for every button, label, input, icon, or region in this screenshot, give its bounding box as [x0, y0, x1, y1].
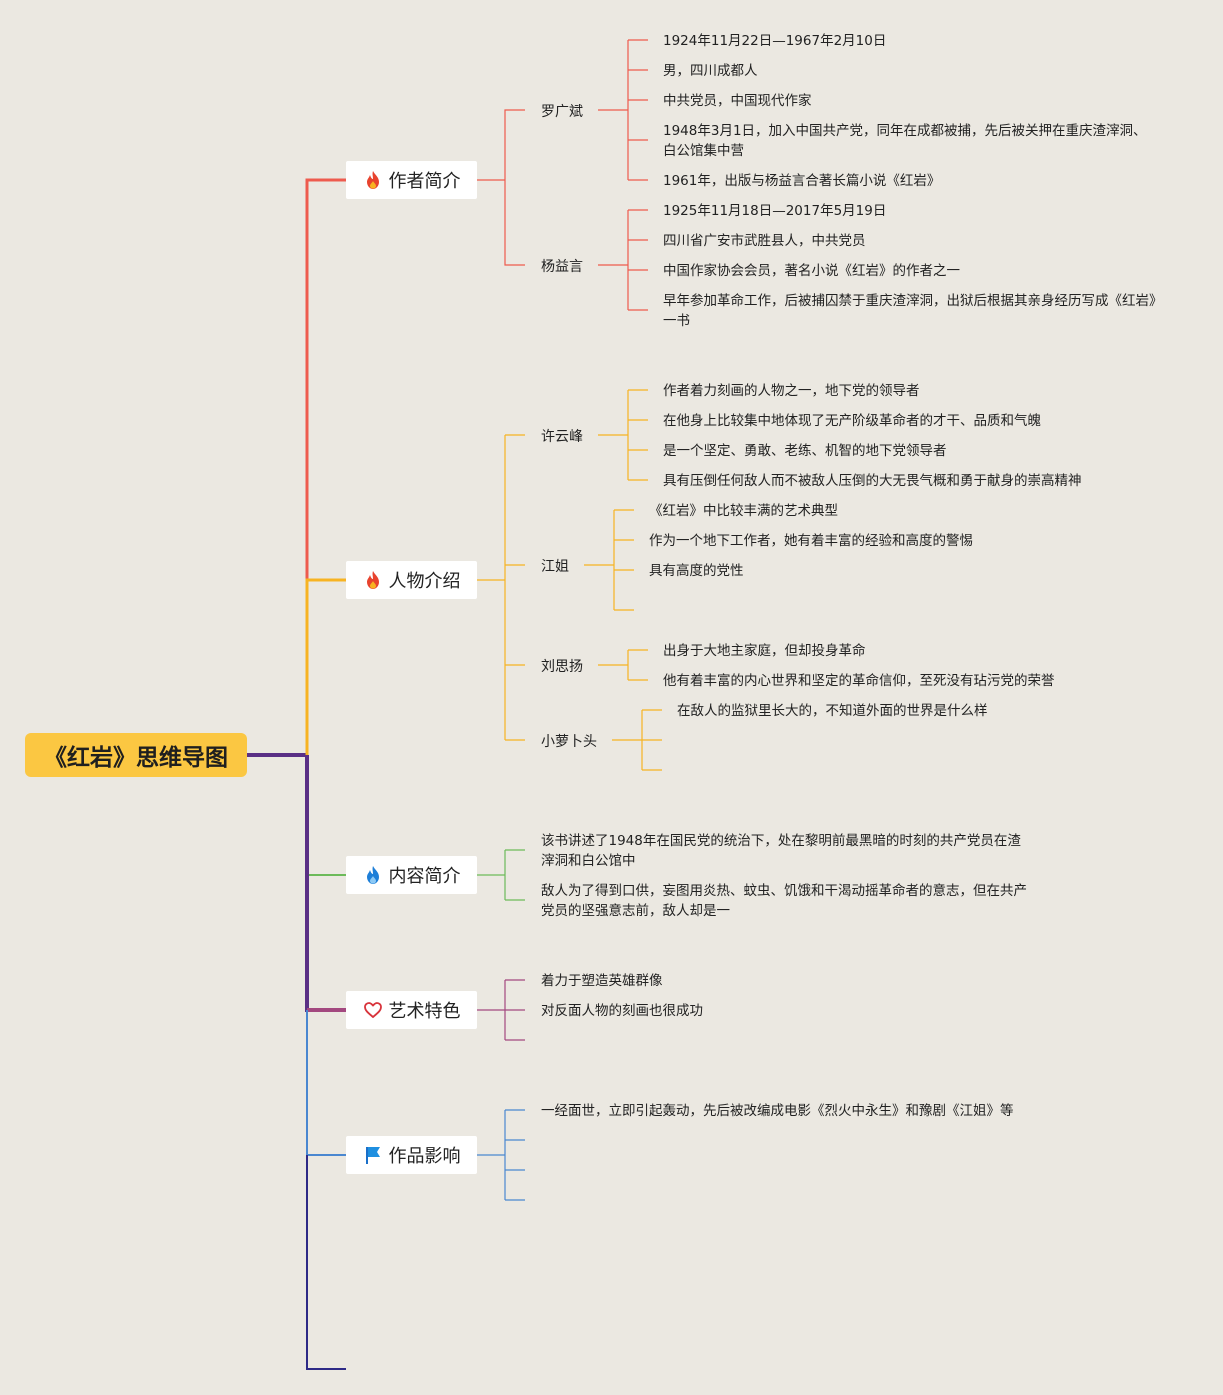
leaf-liu-1[interactable]: 出身于大地主家庭，但却投身革命: [663, 643, 866, 659]
leaf-yang-4[interactable]: 早年参加革命工作，后被捕囚禁于重庆渣滓洞，出狱后根据其亲身经历写成《红岩》一书: [663, 293, 1156, 329]
branch-art-label: 艺术特色: [388, 1001, 461, 1022]
branch-author-label: 作者简介: [388, 171, 461, 192]
branch-characters[interactable]: 人物介绍: [346, 561, 477, 599]
trunk-segment-author: [305, 178, 346, 755]
trunk-segment-content: [306, 755, 346, 876]
branch-content[interactable]: 内容简介: [346, 856, 477, 894]
leaf-jiang-1[interactable]: 《红岩》中比较丰满的艺术典型: [649, 503, 838, 519]
branch-characters-label: 人物介绍: [388, 571, 461, 592]
leaf-xu-2[interactable]: 在他身上比较集中地体现了无产阶级革命者的才干、品质和气魄: [663, 413, 1041, 429]
fire-blue-icon: [363, 865, 383, 885]
trunk-segment-characters: [305, 578, 346, 755]
fire-icon: [363, 570, 383, 590]
leaf-luo-1[interactable]: 1924年11月22日—1967年2月10日: [663, 33, 887, 49]
branch-content-label: 内容简介: [388, 866, 461, 887]
leaf-jiang-2[interactable]: 作为一个地下工作者，她有着丰富的经验和高度的警惕: [649, 533, 973, 549]
root-node[interactable]: 《红岩》思维导图: [25, 733, 247, 777]
sub-node-yang[interactable]: 杨益言: [541, 259, 583, 275]
leaf-xu-4[interactable]: 具有压倒任何敌人而不被敌人压倒的大无畏气概和勇于献身的崇高精神: [663, 473, 1082, 489]
leaf-yang-2[interactable]: 四川省广安市武胜县人，中共党员: [663, 233, 866, 249]
leaf-art-2[interactable]: 对反面人物的刻画也很成功: [541, 1003, 703, 1019]
sub-node-xu[interactable]: 许云峰: [541, 429, 583, 445]
author-branch-lines: [477, 39, 648, 311]
leaf-art-1[interactable]: 着力于塑造英雄群像: [541, 973, 663, 989]
leaf-impact-1[interactable]: 一经面世，立即引起轰动，先后被改编成电影《烈火中永生》和豫剧《江姐》等: [541, 1103, 1014, 1119]
heart-icon: [363, 1000, 383, 1020]
flag-icon: [363, 1145, 383, 1165]
leaf-xu-3[interactable]: 是一个坚定、勇敢、老练、机智的地下党领导者: [663, 443, 947, 459]
art-branch-lines: [477, 979, 525, 1041]
leaf-yang-3[interactable]: 中国作家协会会员，著名小说《红岩》的作者之一: [663, 263, 960, 279]
root-title: 《红岩》思维导图: [44, 745, 228, 771]
leaf-luo-3[interactable]: 中共党员，中国现代作家: [663, 93, 812, 109]
impact-branch-lines: [477, 1109, 525, 1201]
leaf-content-1[interactable]: 该书讲述了1948年在国民党的统治下，处在黎明前最黑暗的时刻的共产党员在渣滓洞和…: [541, 833, 1021, 869]
leaf-luo-5[interactable]: 1961年，出版与杨益言合著长篇小说《红岩》: [663, 173, 941, 189]
content-branch-lines: [477, 849, 525, 901]
leaf-liu-2[interactable]: 他有着丰富的内心世界和坚定的革命信仰，至死没有玷污党的荣誉: [663, 673, 1055, 689]
sub-node-xiaoluobotou[interactable]: 小萝卜头: [541, 734, 597, 750]
leaf-content-2[interactable]: 敌人为了得到口供，妄图用炎热、蚊虫、饥饿和干渴动摇革命者的意志，但在共产党员的坚…: [541, 883, 1027, 919]
fire-icon: [363, 170, 383, 190]
branch-impact[interactable]: 作品影响: [346, 1136, 477, 1174]
leaf-luo-2[interactable]: 男，四川成都人: [663, 63, 758, 79]
leaf-xu-1[interactable]: 作者着力刻画的人物之一，地下党的领导者: [663, 383, 920, 399]
sub-node-luo[interactable]: 罗广斌: [541, 104, 583, 120]
sub-node-liu[interactable]: 刘思扬: [541, 659, 583, 675]
trunk-segment-impact: [306, 1010, 346, 1156]
branch-author[interactable]: 作者简介: [346, 161, 477, 199]
leaf-xiaoluobotou-1[interactable]: 在敌人的监狱里长大的，不知道外面的世界是什么样: [677, 703, 988, 719]
branch-art[interactable]: 艺术特色: [346, 991, 477, 1029]
branch-impact-label: 作品影响: [388, 1146, 461, 1167]
leaf-yang-1[interactable]: 1925年11月18日—2017年5月19日: [663, 203, 887, 219]
trunk-segment-art: [305, 755, 346, 1012]
trunk-segment-bottom: [306, 1155, 346, 1370]
characters-branch-lines: [477, 389, 662, 771]
sub-node-jiang[interactable]: 江姐: [541, 559, 569, 575]
leaf-jiang-3[interactable]: 具有高度的党性: [649, 563, 744, 579]
leaf-luo-4[interactable]: 1948年3月1日，加入中国共产党，同年在成都被捕，先后被关押在重庆渣滓洞、白公…: [663, 123, 1147, 159]
